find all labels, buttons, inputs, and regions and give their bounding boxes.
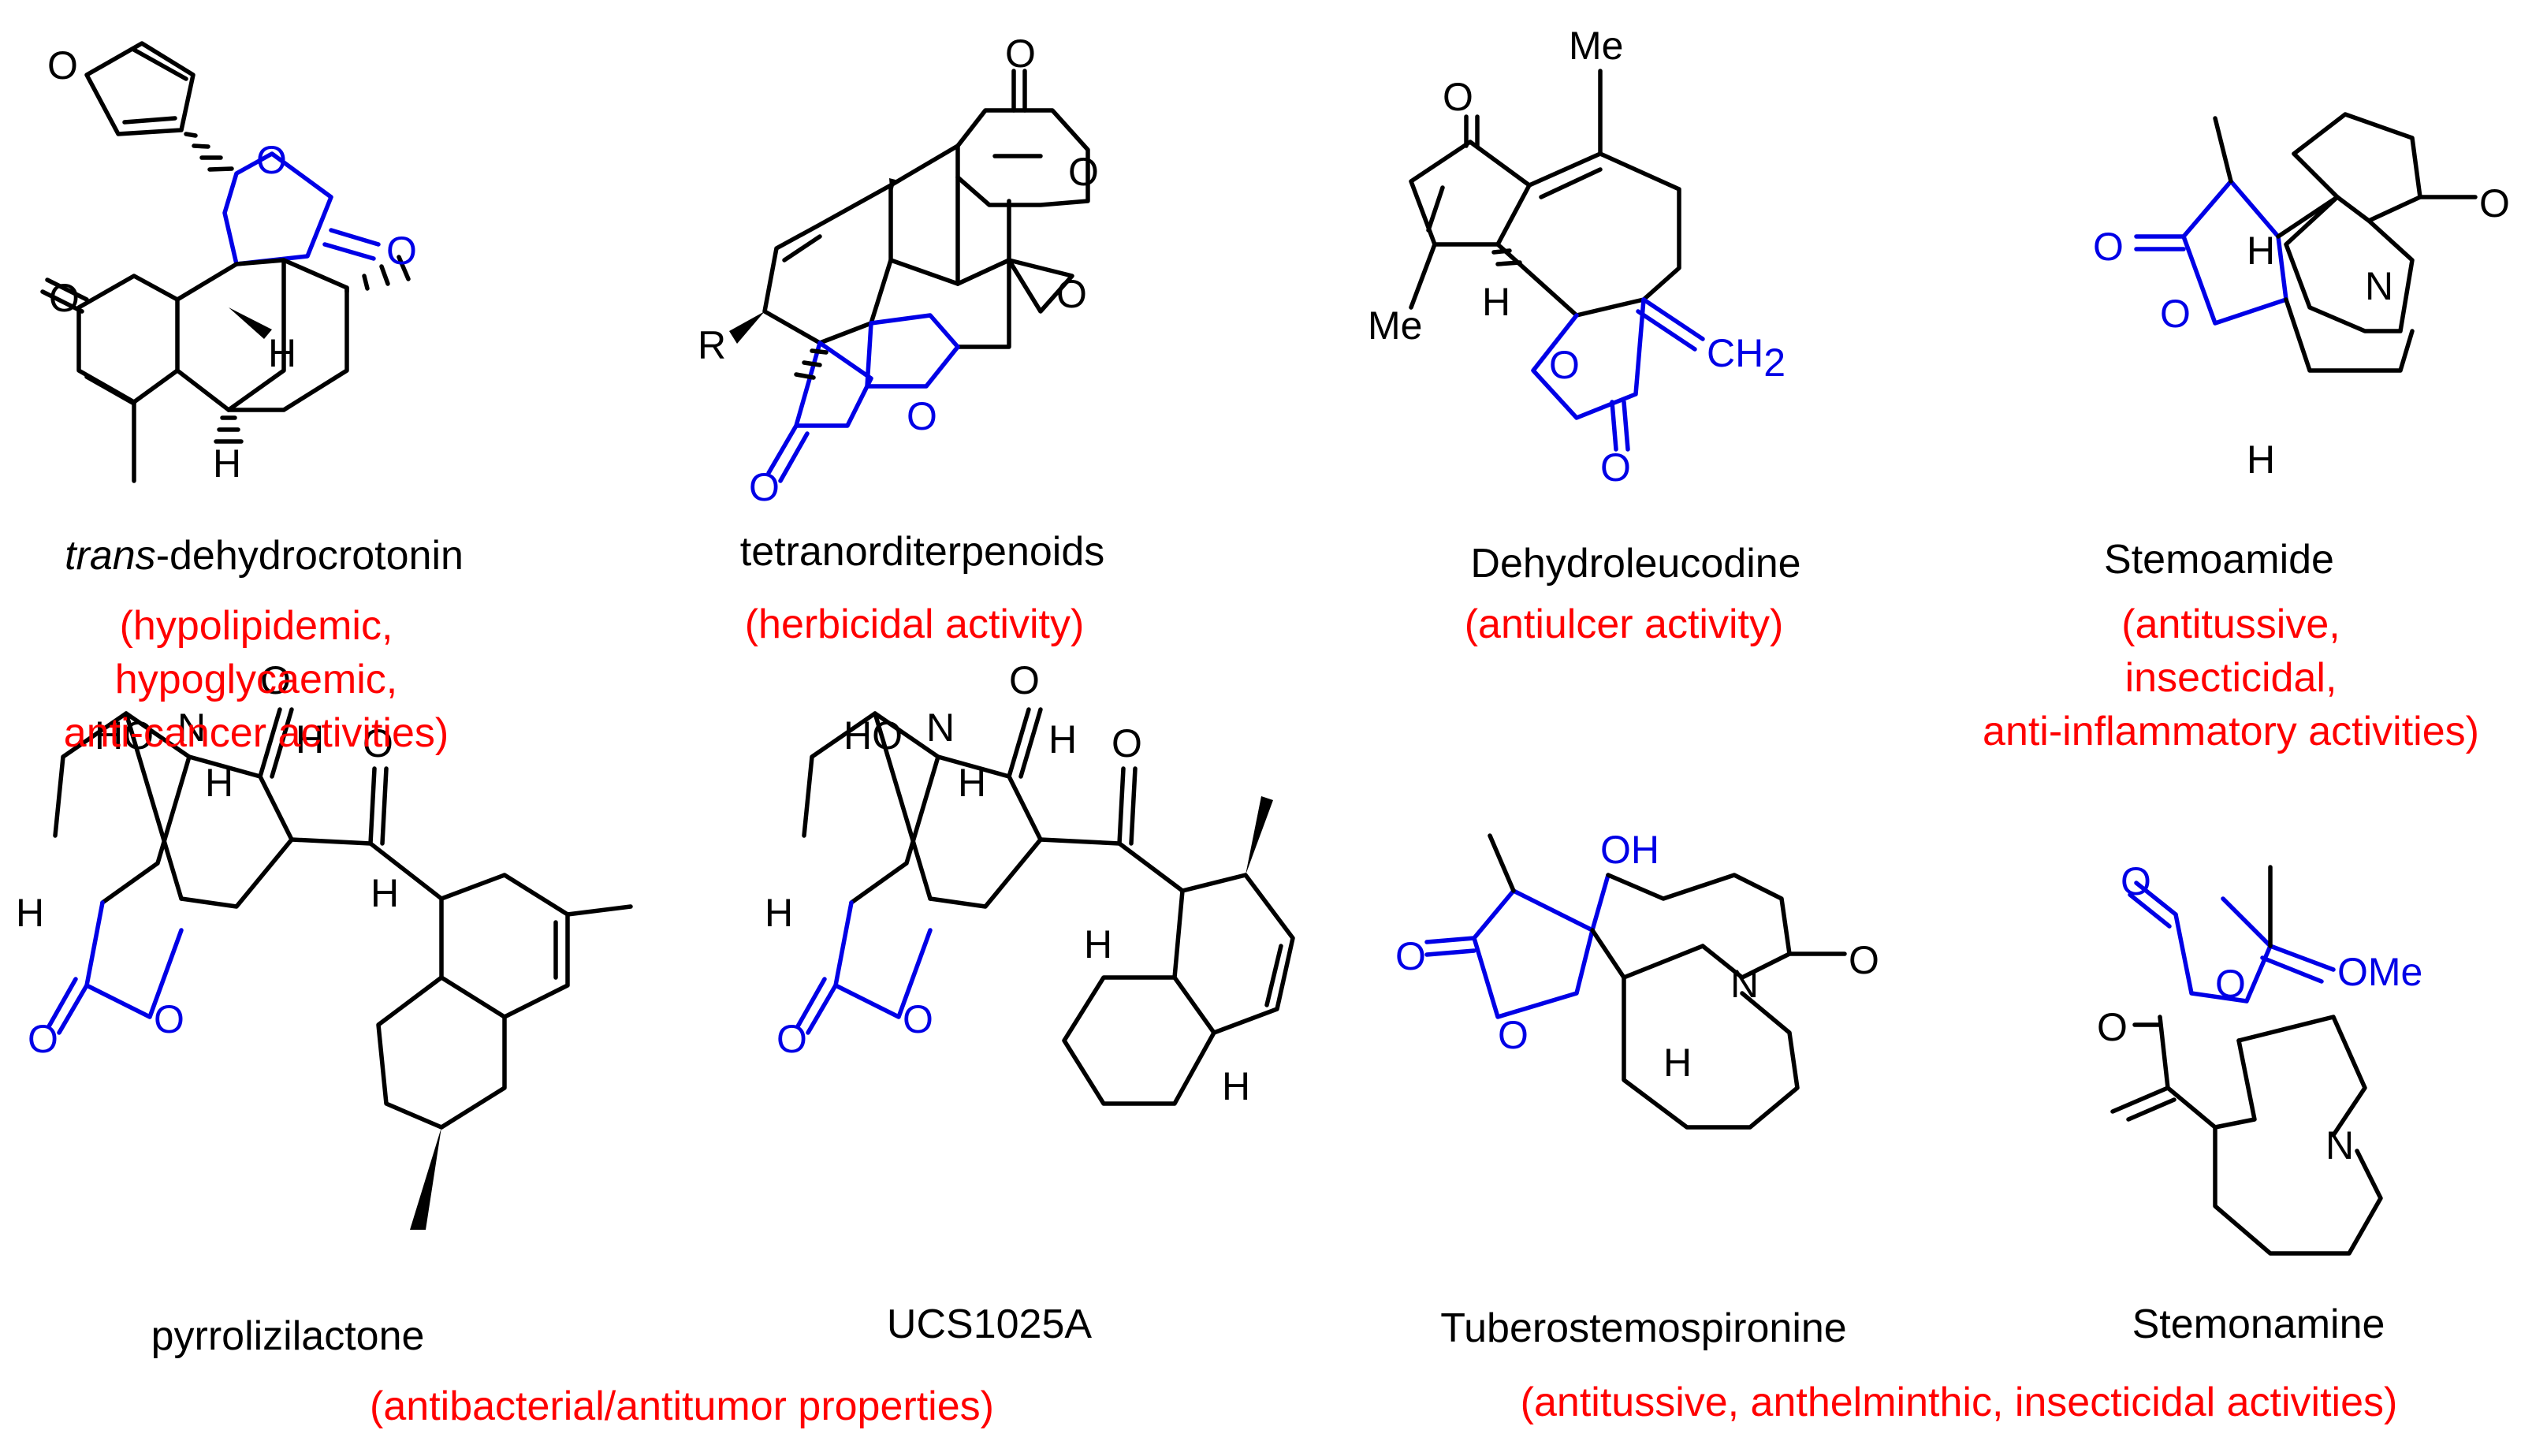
compound-name-pyrrolizilactone: pyrrolizilactone <box>151 1313 425 1359</box>
atom-o: O <box>903 997 933 1041</box>
activity-dehydroleucodine: (antiulcer activity) <box>1464 601 1784 647</box>
atom-o: O <box>2479 181 2510 225</box>
atom-me: Me <box>1569 24 1623 68</box>
atom-o: O <box>1443 75 1473 119</box>
structure-tuberostemospironine: OH O O O N H <box>1395 828 1879 1130</box>
atom-h: H <box>1222 1064 1250 1108</box>
structure-pyrrolizilactone: HO N O H H O H H O O <box>16 658 633 1230</box>
atom-o: O <box>2160 292 2191 336</box>
atom-o: O <box>49 276 80 320</box>
compound-name-stemoamide: Stemoamide <box>2104 537 2334 583</box>
atom-h: H <box>1482 280 1510 324</box>
activity-stemoamide: (antitussive, insecticidal, anti-inflamm… <box>1983 601 2479 754</box>
atom-oh: OH <box>1600 828 1659 872</box>
compound-name-tuberostemospironine: Tuberostemospironine <box>1440 1305 1847 1351</box>
atom-r: R <box>698 323 726 367</box>
atom-n: N <box>2365 264 2393 308</box>
atom-h: H <box>296 717 324 762</box>
atom-h: H <box>2247 438 2275 482</box>
atom-h: H <box>205 761 233 805</box>
atom-h: H <box>1663 1041 1692 1085</box>
atom-o: O <box>1549 343 1580 387</box>
structure-trans-dehydrocrotonin: O O O O H H <box>40 41 417 486</box>
atom-h: H <box>958 761 986 805</box>
compound-name-tetranorditerpenoids: tetranorditerpenoids <box>739 529 1105 575</box>
atom-h: H <box>213 441 241 486</box>
structure-ucs1025a: HO N O H H O H H H O O <box>765 658 1295 1108</box>
atom-o: O <box>2093 225 2124 269</box>
compound-name-trans-dehydrocrotonin: trans-dehydrocrotonin <box>65 533 464 579</box>
activity-tetranorditerpenoids: (herbicidal activity) <box>744 601 1085 647</box>
activity-pyrrolizilactone-ucs1025a: (antibacterial/antitumor properties) <box>370 1383 994 1429</box>
compound-name-ucs1025a: UCS1025A <box>886 1301 1093 1347</box>
structure-tetranorditerpenoids: O O O R O O <box>698 32 1099 509</box>
atom-o: O <box>1600 445 1631 490</box>
atom-o: O <box>154 997 184 1041</box>
activity-trans-dehydrocrotonin: (hypolipidemic, hypoglycaemic, anti-canc… <box>63 603 449 756</box>
atom-n: N <box>926 706 955 750</box>
atom-o: O <box>2215 962 2246 1006</box>
atom-o: O <box>256 138 287 182</box>
atom-o: O <box>260 658 291 702</box>
compound-name-dehydroleucodine: Dehydroleucodine <box>1470 541 1801 586</box>
structure-stemoamide: O N H H O O <box>2093 112 2510 482</box>
atom-ho: HO <box>843 713 903 758</box>
atom-o: O <box>1112 721 1142 765</box>
structure-stemonamine: O O OMe O N <box>2097 859 2422 1256</box>
atom-o: O <box>749 465 780 509</box>
atom-n: N <box>2325 1123 2354 1167</box>
atom-h: H <box>1084 922 1112 966</box>
atom-ome: OMe <box>2337 950 2422 994</box>
atom-o: O <box>1498 1013 1529 1057</box>
atom-o: O <box>2121 859 2151 903</box>
atom-h: H <box>1048 717 1077 762</box>
atom-h: H <box>268 331 296 375</box>
atom-o: O <box>1395 934 1426 978</box>
atom-o: O <box>47 43 78 88</box>
compound-name-stemonamine: Stemonamine <box>2132 1301 2385 1347</box>
atom-o: O <box>776 1017 807 1061</box>
atom-ho: HO <box>95 713 154 758</box>
atom-n: N <box>1730 962 1759 1006</box>
atom-n: N <box>177 706 206 750</box>
atom-h: H <box>16 891 44 935</box>
atom-o: O <box>363 721 393 765</box>
atom-h: H <box>765 891 793 935</box>
activity-tuberostemospironine-stemonamine: (antitussive, anthelminthic, insecticida… <box>1520 1380 2398 1425</box>
atom-o: O <box>1849 938 1879 982</box>
atom-ch2: CH2 <box>1707 331 1786 385</box>
atom-h: H <box>371 871 399 915</box>
atom-me: Me <box>1368 303 1422 348</box>
atom-o: O <box>28 1017 58 1061</box>
structure-dehydroleucodine: O Me Me H O O CH2 <box>1368 24 1786 490</box>
atom-o: O <box>1005 32 1036 76</box>
atom-o: O <box>386 229 417 273</box>
atom-o: O <box>907 394 937 438</box>
atom-o: O <box>2097 1005 2128 1049</box>
atom-h: H <box>2247 229 2275 273</box>
atom-o: O <box>1009 658 1040 702</box>
atom-o: O <box>1056 272 1087 316</box>
atom-o: O <box>1068 150 1099 194</box>
